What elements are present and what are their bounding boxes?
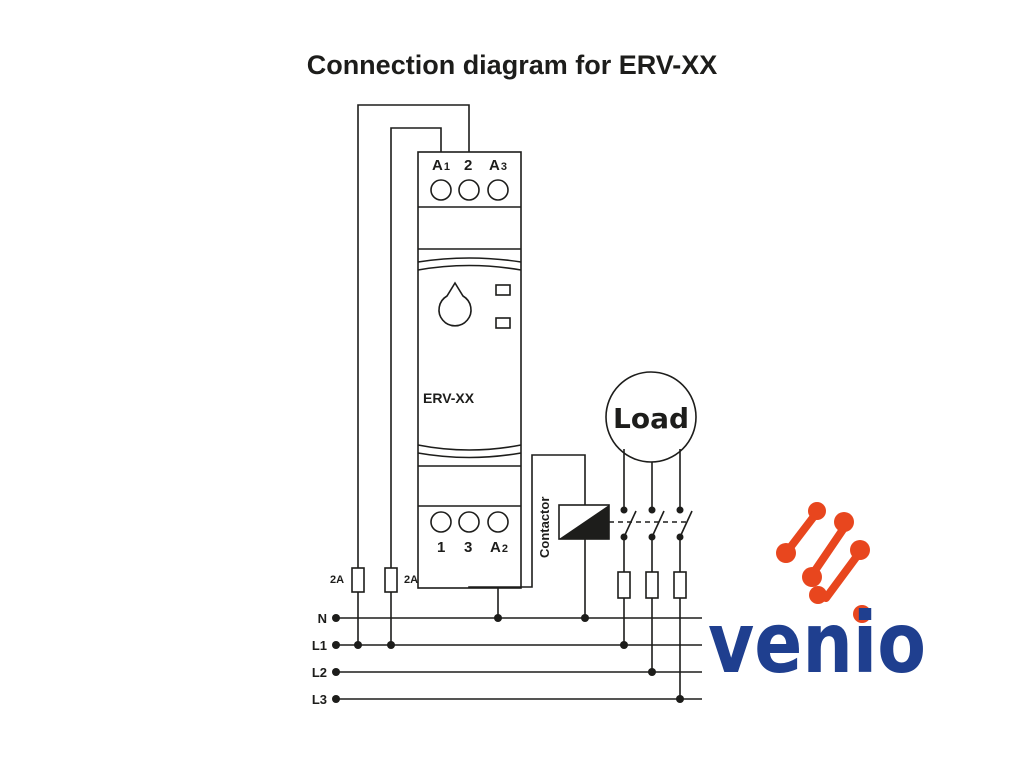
device-model-label: ERV-XX: [423, 390, 475, 406]
load-circuit: Load: [605, 371, 697, 699]
terminal-screw-icon: [458, 179, 480, 201]
line-label-n: N: [318, 611, 327, 626]
terminal-label-a1: A1: [432, 157, 450, 174]
line-label-l1: L1: [312, 638, 327, 653]
line-label-l2: L2: [312, 665, 327, 680]
control-fuses: 2A 2A: [330, 567, 418, 593]
terminal-screw-icon: [430, 179, 452, 201]
led-indicator-icon: [495, 317, 511, 329]
terminal-label-1: 1: [437, 539, 445, 556]
diagram-title: Connection diagram for ERV-XX: [307, 50, 718, 80]
terminal-screw-icon: [487, 511, 509, 533]
line-label-l3: L3: [312, 692, 327, 707]
load-label: Load: [613, 402, 689, 435]
fuse-label: 2A: [330, 574, 344, 586]
fuse-icon: [645, 571, 659, 599]
brand-mark-icon: [776, 502, 871, 623]
contactor: Contactor: [537, 497, 690, 618]
contactor-label: Contactor: [537, 497, 552, 558]
brand-wordmark: venio: [708, 594, 926, 692]
fuse-label: 2A: [404, 574, 418, 586]
fuse-icon: [351, 567, 365, 593]
relay-module: ERV-XX A1 2 A3 1 3 A2: [417, 151, 522, 589]
terminal-label-a3: A3: [489, 157, 507, 174]
led-indicator-icon: [495, 284, 511, 296]
terminal-label-a2: A2: [490, 539, 508, 556]
terminal-screw-icon: [458, 511, 480, 533]
terminal-label-3: 3: [464, 539, 472, 556]
fuse-icon: [673, 571, 687, 599]
terminal-screw-icon: [430, 511, 452, 533]
terminal-label-2: 2: [464, 157, 472, 174]
fuse-icon: [617, 571, 631, 599]
setting-knob-icon[interactable]: [438, 281, 472, 327]
supply-lines: N L1 L2 L3: [312, 611, 702, 707]
control-wiring: [357, 104, 586, 645]
terminal-screw-icon: [487, 179, 509, 201]
brand-logo: venio: [708, 502, 926, 692]
load-symbol: [605, 371, 697, 463]
fuse-icon: [384, 567, 398, 593]
